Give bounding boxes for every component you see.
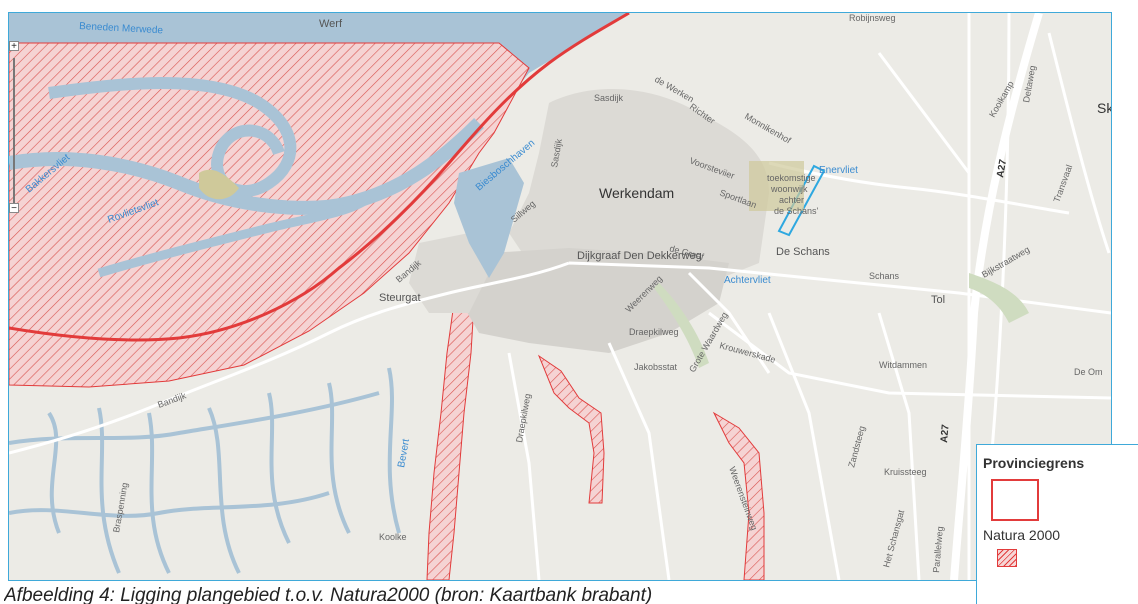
label-kruissteeg: Kruissteeg — [884, 467, 927, 477]
label-steurgat: Steurgat — [379, 292, 421, 304]
natura2000-area-west — [9, 42, 530, 388]
label-sasdijk: Sasdijk — [594, 93, 624, 103]
map-view[interactable]: Beneden Merwede Werf Robijnsweg de Werke… — [8, 12, 1112, 581]
zoom-in-button[interactable]: + — [9, 41, 19, 52]
map-legend: Provinciegrens Natura 2000 — [976, 444, 1138, 604]
highway-a27 — [950, 13, 1043, 580]
label-achtervliet: Achtervliet — [724, 275, 771, 286]
green-strips — [654, 273, 1029, 368]
label-witdammen: Witdammen — [879, 360, 927, 370]
label-beneden-merwede: Beneden Merwede — [79, 21, 164, 36]
water-channel — [48, 77, 297, 198]
label-dijkgraaf: Dijkgraaf Den Dekkerweg — [577, 250, 702, 262]
urban-werkendam — [509, 89, 769, 283]
label-schans: Schans — [869, 271, 900, 281]
legend-provincial-border-swatch — [991, 479, 1039, 521]
label-a27-2: A27 — [939, 424, 952, 444]
label-parallelweg: Parallelweg — [931, 526, 945, 573]
green-island — [199, 169, 239, 200]
label-plan-area-1: toekomstige — [767, 173, 816, 183]
label-sk: Sk — [1097, 100, 1111, 116]
map-canvas[interactable]: Beneden Merwede Werf Robijnsweg de Werke… — [9, 13, 1111, 580]
label-plan-area-4: de Schans' — [774, 206, 819, 216]
label-draepkilweg-1: Draepkilweg — [629, 327, 679, 337]
south-channels — [9, 367, 401, 574]
zoom-control: + − — [9, 13, 19, 214]
water-channel — [97, 194, 372, 278]
label-kooike: Koolke — [379, 532, 407, 542]
label-plan-area-2: woonwijk — [770, 184, 808, 194]
label-bevert: Bevert — [396, 438, 412, 469]
label-werkendam: Werkendam — [599, 185, 674, 201]
natura2000-strip-2 — [537, 354, 605, 504]
natura2000-strip-3 — [712, 411, 765, 580]
label-de-schans: De Schans — [776, 246, 830, 258]
water-channel — [9, 118, 484, 215]
zoom-out-button[interactable]: − — [9, 203, 19, 214]
label-tol: Tol — [931, 294, 945, 306]
figure-caption: Afbeelding 4: Ligging plangebied t.o.v. … — [4, 585, 653, 604]
plan-area-bg — [749, 161, 804, 211]
natura2000-strip-1 — [426, 302, 475, 580]
provincial-border-line — [9, 13, 630, 342]
urban-industrial — [459, 248, 729, 353]
label-jakobsstat: Jakobsstat — [634, 362, 678, 372]
legend-natura-swatch — [997, 549, 1017, 567]
zoom-slider[interactable] — [13, 58, 15, 208]
legend-natura-label: Natura 2000 — [983, 527, 1061, 543]
label-enervliet: Enervliet — [819, 165, 858, 176]
label-plan-area-3: achter — [779, 195, 804, 205]
label-a27-1: A27 — [995, 158, 1009, 178]
label-robijnsweg: Robijnsweg — [849, 13, 896, 23]
urban-steurgat — [409, 233, 489, 313]
label-de-om: De Om — [1074, 367, 1103, 377]
harbour-water — [454, 158, 524, 278]
label-werf: Werf — [319, 18, 343, 30]
legend-provincial-border-label: Provinciegrens — [983, 455, 1085, 471]
